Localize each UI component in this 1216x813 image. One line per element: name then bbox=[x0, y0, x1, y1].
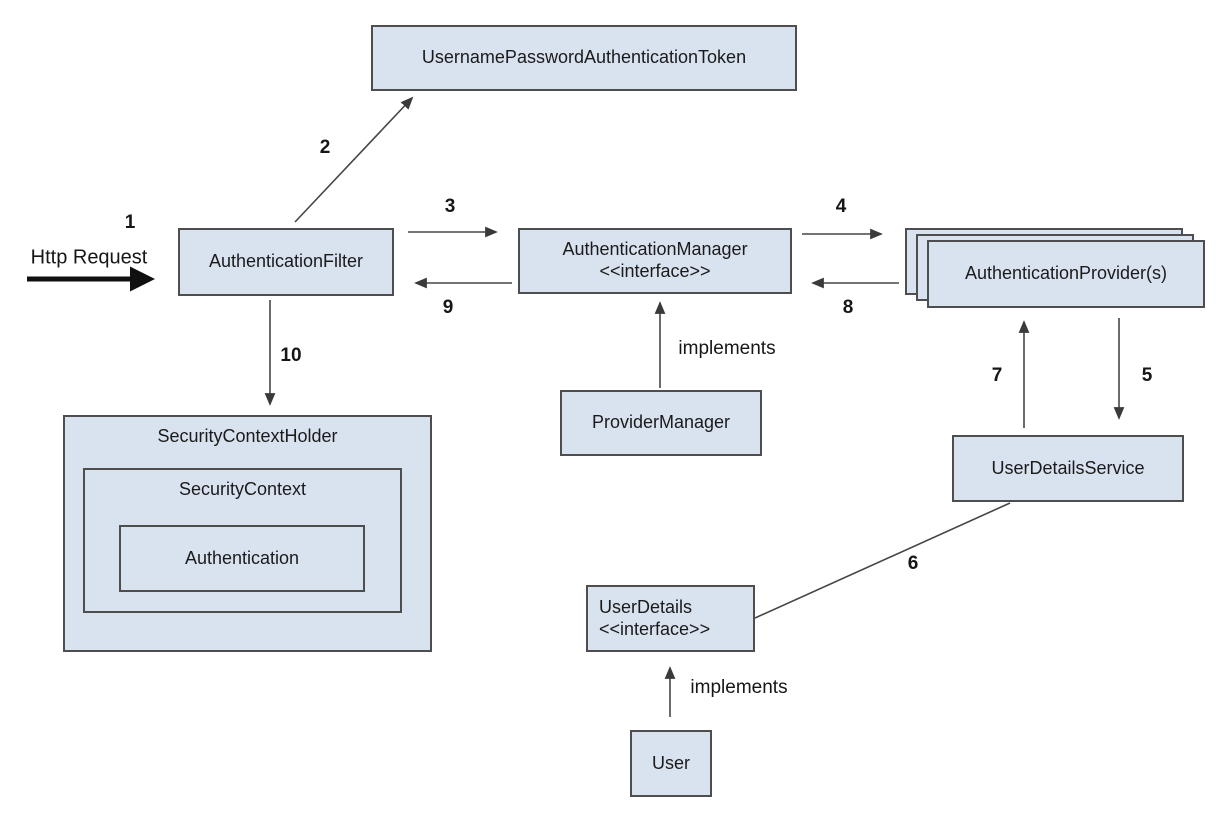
step-1-label: 1 bbox=[124, 212, 136, 233]
step-7-label: 7 bbox=[991, 365, 1003, 386]
step-10-label: 10 bbox=[280, 345, 302, 366]
user-box: User bbox=[630, 730, 712, 797]
step-4-label: 4 bbox=[835, 196, 847, 217]
step-5-label: 5 bbox=[1141, 365, 1153, 386]
user-details-box: UserDetails <<interface>> bbox=[586, 585, 755, 652]
username-password-authentication-token-label: UsernamePasswordAuthenticationToken bbox=[421, 47, 747, 68]
authentication-manager-box: AuthenticationManager <<interface>> bbox=[518, 228, 792, 294]
step-2-label: 2 bbox=[319, 137, 331, 158]
authentication-filter-box: AuthenticationFilter bbox=[178, 228, 394, 296]
user-details-service-label: UserDetailsService bbox=[991, 457, 1145, 478]
user-details-stereotype: <<interface>> bbox=[599, 618, 711, 639]
arrow-step-2 bbox=[294, 96, 414, 223]
authentication-manager-stereotype: <<interface>> bbox=[599, 261, 711, 281]
authentication-providers-box: AuthenticationProvider(s) bbox=[927, 240, 1205, 308]
security-context-holder-label: SecurityContextHolder bbox=[157, 426, 338, 446]
step-8-label: 8 bbox=[842, 297, 854, 318]
user-details-service-box: UserDetailsService bbox=[952, 435, 1184, 502]
implements-provider-manager-label: implements bbox=[678, 338, 776, 359]
authentication-providers-label: AuthenticationProvider(s) bbox=[964, 263, 1168, 284]
authentication-filter-label: AuthenticationFilter bbox=[208, 251, 364, 272]
user-details-label: UserDetails bbox=[599, 596, 693, 617]
step-9-label: 9 bbox=[442, 297, 454, 318]
security-context-label: SecurityContext bbox=[178, 479, 307, 499]
implements-user-label: implements bbox=[690, 677, 788, 698]
provider-manager-box: ProviderManager bbox=[560, 390, 762, 456]
user-label: User bbox=[651, 752, 690, 773]
username-password-authentication-token-box: UsernamePasswordAuthenticationToken bbox=[371, 25, 797, 91]
line-step-6 bbox=[754, 502, 1011, 619]
authentication-manager-label: AuthenticationManager bbox=[562, 239, 748, 260]
step-6-label: 6 bbox=[907, 553, 919, 574]
provider-manager-label: ProviderManager bbox=[591, 412, 731, 433]
authentication-label: Authentication bbox=[184, 547, 300, 568]
http-request-label: Http Request bbox=[30, 246, 148, 269]
authentication-box: Authentication bbox=[119, 525, 365, 592]
step-3-label: 3 bbox=[444, 196, 456, 217]
